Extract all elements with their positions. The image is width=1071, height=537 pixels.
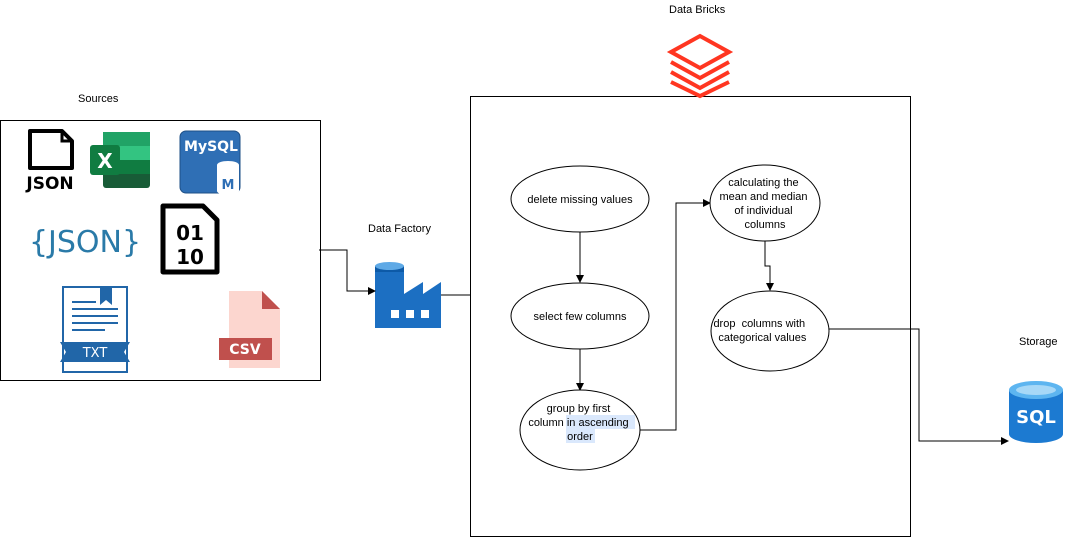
data-factory-label: Data Factory — [368, 223, 431, 235]
binary-file-icon: 01 10 — [160, 203, 220, 275]
sources-label: Sources — [78, 93, 119, 105]
excel-letter: X — [97, 149, 113, 173]
svg-text:drop columns with categ: drop columns with categorical values — [0, 0, 827, 344]
txt-label: TXT — [82, 346, 108, 361]
json-file-text: JSON — [25, 174, 73, 194]
step-group-by-first-column: group by first column in ascending order — [519, 389, 641, 471]
svg-text:calculating the mean and: calculating the mean and median of indiv… — [719, 177, 810, 231]
databricks-logo-icon — [666, 33, 734, 99]
mysql-text: MySQL — [184, 139, 238, 155]
csv-label: CSV — [229, 342, 261, 358]
mysql-icon: MySQL M — [179, 130, 241, 195]
step-delete-missing-values: delete missing values — [510, 165, 650, 233]
svg-text:delete missing values: delete missing values — [527, 194, 633, 206]
json-file-icon: JSON — [22, 129, 78, 194]
text-highlight — [566, 429, 595, 443]
binary-line-1: 01 — [176, 221, 204, 245]
step-select-few-columns: select few columns — [510, 282, 650, 350]
group-to-mean-arrow — [640, 199, 711, 431]
step-drop-categorical-columns: drop columns with categorical values — [0, 0, 830, 372]
binary-line-2: 10 — [176, 245, 204, 269]
mean-to-drop-arrow — [764, 241, 774, 291]
data-bricks-label: Data Bricks — [669, 4, 726, 16]
mysql-m-letter: M — [222, 178, 235, 193]
json-braces-icon: {JSON} — [29, 225, 141, 260]
txt-file-icon: TXT — [60, 286, 130, 373]
sql-storage-text: SQL — [1016, 407, 1056, 428]
svg-text:select few columns: select few columns — [534, 311, 627, 323]
storage-label: Storage — [1019, 336, 1058, 348]
step-mean-and-median: calculating the mean and median of indiv… — [709, 164, 821, 242]
sources-to-factory-connector — [319, 249, 376, 295]
data-factory-icon — [375, 262, 441, 328]
svg-text:group by first column in: group by first column in ascending order — [528, 403, 631, 443]
excel-icon: X — [90, 132, 150, 188]
csv-file-icon: CSV — [219, 291, 280, 368]
drop-to-storage-arrow — [829, 328, 1009, 445]
sql-storage-icon: SQL — [1009, 381, 1063, 443]
text-highlight — [566, 415, 635, 429]
